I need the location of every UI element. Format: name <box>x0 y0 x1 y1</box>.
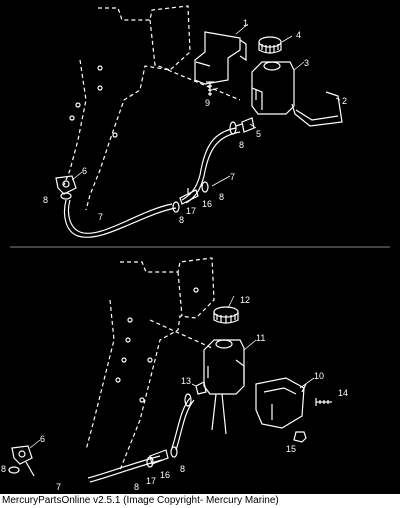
reservoir-strap-top <box>291 91 343 127</box>
callout-12: 12 <box>240 295 250 305</box>
callout-8b: 8 <box>219 192 224 202</box>
callout-3: 3 <box>304 58 309 68</box>
callout-6b: 6 <box>40 434 45 444</box>
callout-10: 10 <box>314 371 324 381</box>
callout-17a: 17 <box>186 206 196 216</box>
coolant-reservoir-bottom <box>203 339 245 435</box>
callout-13: 13 <box>181 376 191 386</box>
mounting-bracket-bottom <box>255 377 307 429</box>
callout-2: 2 <box>342 96 347 106</box>
callout-8c: 8 <box>179 215 184 225</box>
callout-16a: 16 <box>202 199 212 209</box>
hose-clamps-bottom <box>8 393 192 474</box>
callout-7a: 7 <box>230 172 235 182</box>
callout-16b: 16 <box>160 470 170 480</box>
callout-8a: 8 <box>239 140 244 150</box>
bolt-bottom <box>315 398 332 406</box>
reservoir-cap-top <box>258 36 282 54</box>
hose-bottom <box>87 397 195 483</box>
copyright-footer: MercuryPartsOnline v2.5.1 (Image Copyrig… <box>0 494 400 508</box>
callout-9: 9 <box>205 98 210 108</box>
callout-8d: 8 <box>43 195 48 205</box>
callout-5: 5 <box>256 129 261 139</box>
reservoir-cap-bottom <box>213 306 239 324</box>
callout-6: 6 <box>82 166 87 176</box>
callouts: 1 2 3 4 5 6 7 7 8 8 8 8 9 16 17 12 11 10… <box>1 18 348 492</box>
callout-15: 15 <box>286 444 296 454</box>
callout-7b: 7 <box>98 212 103 222</box>
callout-1: 1 <box>243 18 248 28</box>
leader-lines <box>29 23 341 449</box>
hose-top <box>63 127 241 238</box>
callout-7c: 7 <box>56 482 61 492</box>
engine-bracket-bottom <box>85 257 215 471</box>
callout-4: 4 <box>296 30 301 40</box>
coolant-reservoir-top <box>251 61 295 115</box>
callout-14: 14 <box>338 388 348 398</box>
hose-fitting-bottom <box>195 381 207 395</box>
exploded-parts-diagram: 1 2 3 4 5 6 7 7 8 8 8 8 9 16 17 12 11 10… <box>1 5 390 492</box>
nut-bottom <box>293 431 307 443</box>
callout-17b: 17 <box>146 476 156 486</box>
callout-8e: 8 <box>1 464 6 474</box>
screw-top <box>206 81 214 96</box>
callout-11: 11 <box>256 333 265 343</box>
callout-8g: 8 <box>180 464 185 474</box>
elbow-fitting-top <box>55 175 77 195</box>
hose-fitting-top <box>235 117 255 133</box>
callout-8f: 8 <box>134 482 139 492</box>
mounting-bracket-top <box>194 31 247 85</box>
tee-fitting-top <box>179 188 199 205</box>
tee-fitting-bottom <box>149 449 169 465</box>
engine-bracket-top <box>63 5 191 211</box>
elbow-fitting-bottom <box>11 445 35 477</box>
